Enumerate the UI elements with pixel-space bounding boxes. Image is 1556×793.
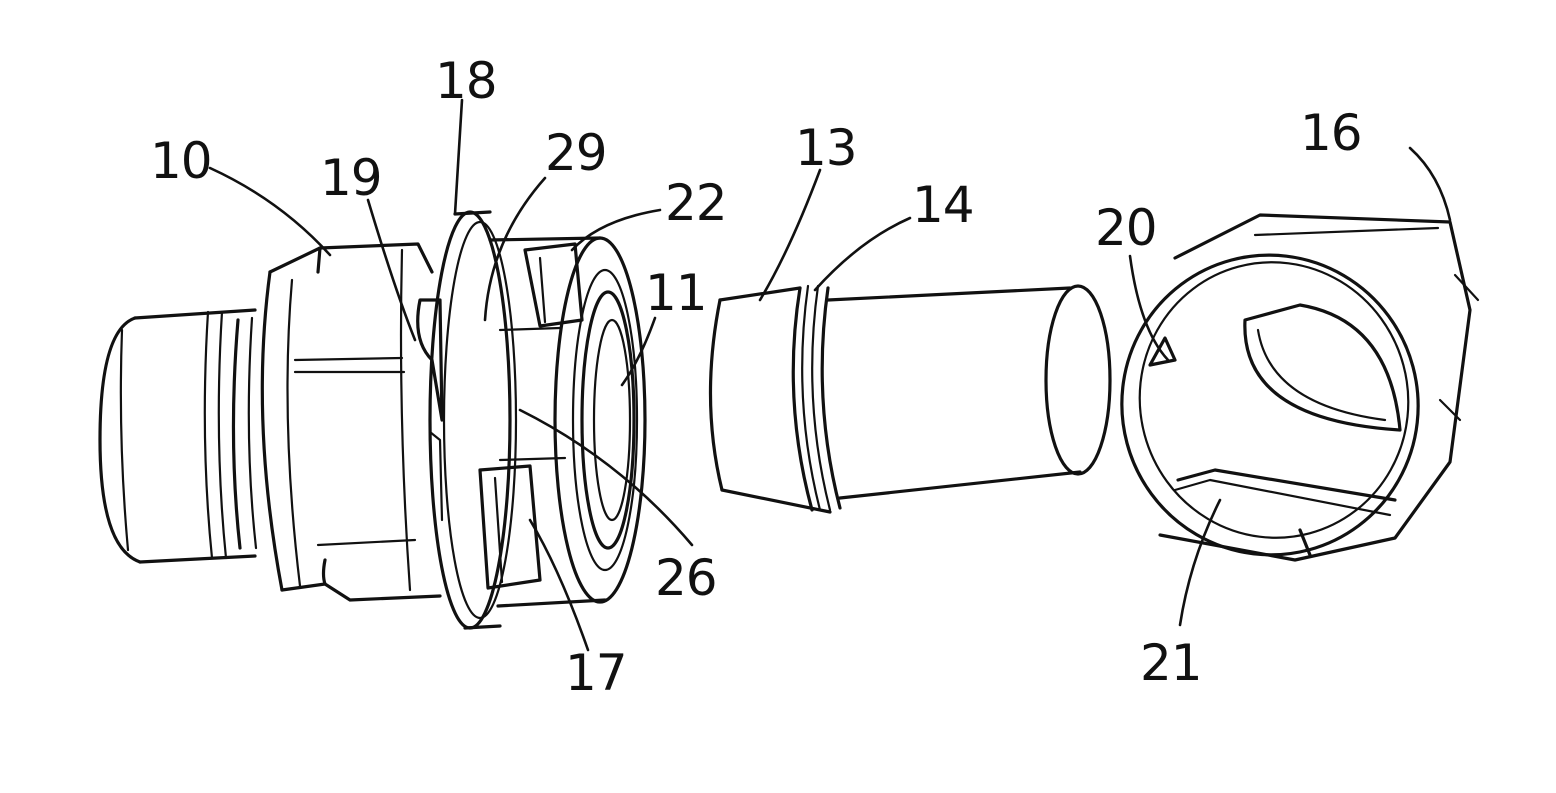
leader-11 — [620, 316, 657, 387]
ref-18: 18 — [435, 52, 497, 110]
ref-29: 29 — [545, 124, 607, 182]
ref-21: 21 — [1140, 634, 1202, 692]
leader-20 — [1128, 254, 1170, 362]
ref-10: 10 — [150, 132, 212, 190]
ref-16: 16 — [1300, 104, 1362, 162]
leader-21 — [1178, 498, 1222, 627]
ref-17: 17 — [565, 644, 627, 702]
reference-numerals: 10 19 18 29 22 11 26 17 13 14 16 20 21 — [150, 52, 1363, 702]
flange-ring-18 — [416, 210, 518, 630]
leader-10 — [208, 166, 332, 257]
ref-26: 26 — [655, 549, 717, 607]
leader-29 — [483, 176, 547, 322]
leader-19 — [366, 198, 417, 342]
coupling-front-portion — [478, 236, 647, 608]
ferrule-sleeve-13 — [708, 284, 1112, 514]
leader-13 — [758, 168, 822, 302]
ref-14: 14 — [912, 176, 974, 234]
ref-11: 11 — [645, 264, 707, 322]
leader-22 — [570, 208, 662, 252]
ref-19: 19 — [320, 149, 382, 207]
leader-26 — [518, 408, 694, 547]
ref-13: 13 — [795, 119, 857, 177]
leader-17 — [528, 518, 590, 652]
leader-16 — [1408, 146, 1452, 222]
coupling-nut-16 — [1120, 213, 1480, 562]
connector-body-10 — [98, 242, 442, 602]
leader-14 — [813, 216, 912, 292]
ref-20: 20 — [1095, 199, 1157, 257]
leader-lines — [208, 98, 1452, 652]
leader-18 — [453, 98, 464, 216]
ref-22: 22 — [665, 174, 727, 232]
